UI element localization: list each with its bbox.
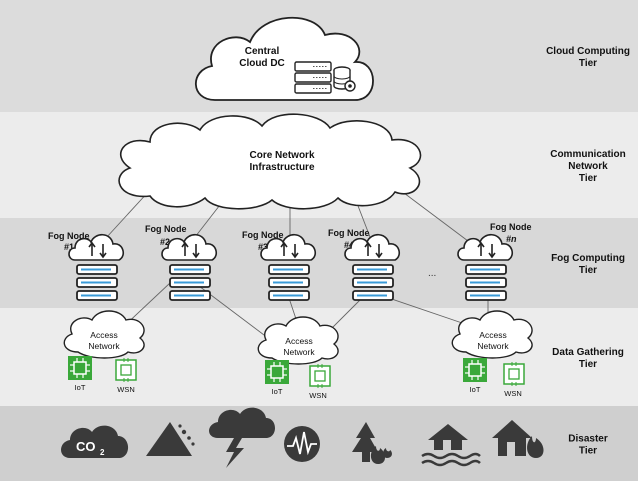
core-network-cloud-shape [118, 113, 422, 210]
fog-node-3-number: #3 [258, 242, 268, 252]
tier-labels: Cloud ComputingTierCommunicationNetworkT… [546, 46, 630, 457]
iot-chip-icon [462, 357, 488, 383]
access-network-3: Access Network IoT WSN [451, 310, 533, 398]
wsn-label-1: WSN [117, 385, 135, 394]
access-network-1-label-2: Network [88, 341, 120, 351]
server-stack-icon [268, 264, 310, 301]
wsn-label-2: WSN [309, 391, 327, 400]
wsn-chip-icon [309, 363, 331, 389]
fog-node-3: Fog Node #3 [242, 230, 317, 301]
server-rack-icon [294, 61, 332, 94]
wsn-chip-icon [115, 357, 137, 383]
server-stack-icon [169, 264, 211, 301]
fog-node-1-number: #1 [64, 242, 74, 252]
wsn-chip-icon [503, 361, 525, 387]
fog-node-4-label: Fog Node [328, 228, 370, 238]
core-network-label-2: Infrastructure [249, 162, 314, 173]
co2-cloud-icon: CO 2 [61, 425, 129, 458]
fog-node-n-number: #n [506, 234, 517, 244]
co2-text: CO [76, 439, 96, 454]
tier-label-3-line-2: Tier [579, 265, 597, 276]
earthquake-icon [284, 426, 320, 462]
access-network-2: Access Network IoT WSN [257, 316, 339, 400]
fog-node-1: Fog Node #1 [48, 231, 125, 301]
landslide-icon [146, 422, 195, 456]
access-network-2-label-1: Access [285, 336, 312, 346]
fog-node-2-number: #2 [160, 237, 170, 247]
iot-label-1: IoT [75, 383, 86, 392]
tier-label-3-line-1: Fog Computing [551, 253, 625, 264]
fog-node-4-number: #4 [344, 240, 354, 250]
disaster-icons: CO 2 [61, 407, 544, 468]
fog-node-n: Fog Node #n [457, 222, 532, 301]
tier-label-4-line-2: Tier [579, 359, 597, 370]
tier-label-2-line-3: Tier [579, 173, 597, 184]
tier-label-1-line-2: Tier [579, 58, 597, 69]
wsn-label-3: WSN [504, 389, 522, 398]
fog-node-2: Fog Node #2 [145, 224, 218, 301]
central-cloud-label-2: Cloud DC [239, 58, 285, 69]
tier-label-1-line-1: Cloud Computing [546, 46, 630, 57]
iot-chip-icon [264, 359, 290, 385]
access-network-3-label-1: Access [479, 330, 506, 340]
server-stack-icon [465, 264, 507, 301]
core-network-label-1: Core Network [249, 150, 314, 161]
central-cloud: Central Cloud DC [195, 16, 374, 101]
access-network-1: Access Network IoT WSN [63, 310, 145, 394]
server-stack-icon [352, 264, 394, 301]
storm-icon [209, 407, 275, 468]
access-network-2-label-2: Network [283, 347, 315, 357]
access-network-1-label-1: Access [90, 330, 117, 340]
server-stack-icon [76, 264, 118, 301]
link-fog4-access3 [379, 294, 469, 326]
fog-ellipsis: ... [428, 268, 436, 279]
co2-subscript: 2 [100, 448, 105, 457]
iot-label-3: IoT [470, 385, 481, 394]
tier-label-5-line-2: Tier [579, 446, 597, 457]
access-network-3-label-2: Network [477, 341, 509, 351]
tier-label-5-line-1: Disaster [568, 434, 608, 445]
central-cloud-label-1: Central [245, 46, 280, 57]
core-network-cloud: Core Network Infrastructure [118, 113, 422, 210]
tier-label-2-line-2: Network [568, 161, 608, 172]
fog-nodes: Fog Node #1 Fog Node #2 Fog Node #3 Fog … [48, 222, 532, 301]
flood-icon [421, 424, 481, 467]
access-cloud-2-shape [257, 316, 339, 365]
tier-label-2-line-1: Communication [550, 149, 626, 160]
access-cloud-1-shape [63, 310, 145, 359]
wildfire-icon [352, 422, 392, 464]
fog-node-4: Fog Node #4 [328, 228, 401, 301]
fog-node-2-label: Fog Node [145, 224, 187, 234]
fog-node-3-label: Fog Node [242, 230, 284, 240]
access-cloud-3-shape [451, 310, 533, 359]
fog-node-n-label: Fog Node [490, 222, 532, 232]
house-fire-icon [492, 420, 544, 458]
fog-node-1-label: Fog Node [48, 231, 90, 241]
database-gear-icon [333, 66, 356, 92]
iot-chip-icon [67, 355, 93, 381]
iot-label-2: IoT [272, 387, 283, 396]
tier-label-4-line-1: Data Gathering [552, 347, 624, 358]
